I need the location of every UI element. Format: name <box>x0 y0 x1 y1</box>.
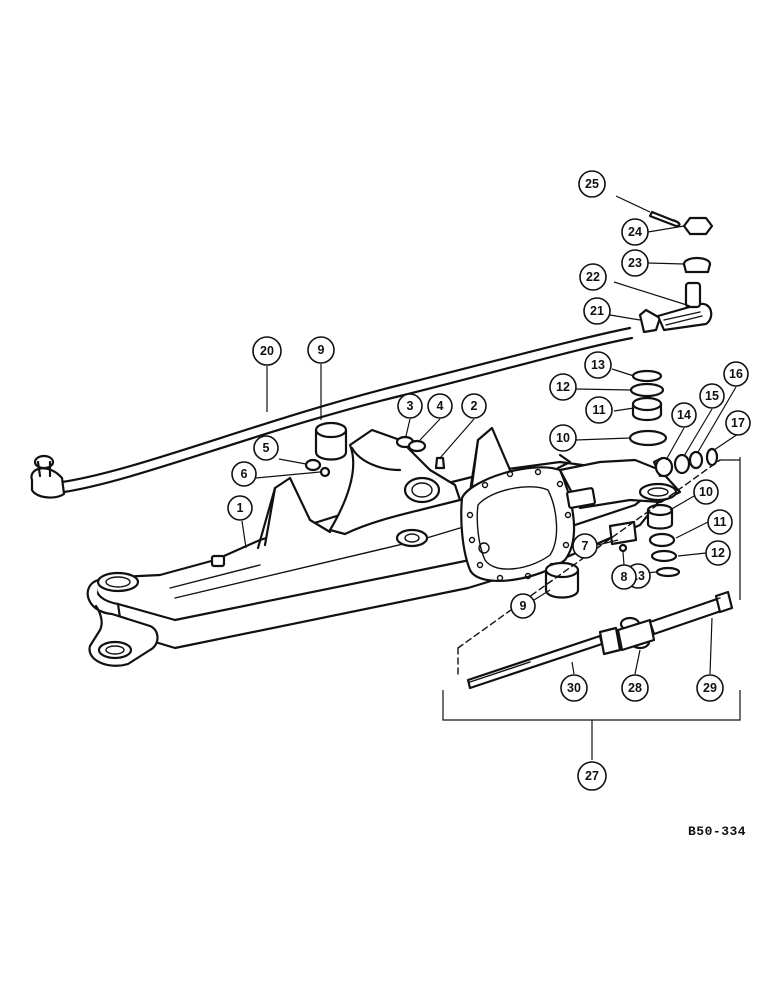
svg-text:20: 20 <box>260 344 274 358</box>
svg-text:29: 29 <box>703 681 717 695</box>
svg-text:8: 8 <box>621 570 628 584</box>
svg-text:4: 4 <box>437 399 444 413</box>
callout-10-lower: 10 <box>693 479 719 505</box>
callout-27: 27 <box>577 761 607 791</box>
callout-12-upper: 12 <box>549 373 577 401</box>
svg-text:14: 14 <box>677 408 691 422</box>
svg-text:27: 27 <box>585 769 599 783</box>
callout-11-upper: 11 <box>585 396 613 424</box>
svg-text:2: 2 <box>471 399 478 413</box>
callout-6: 6 <box>231 461 257 487</box>
bushings-and-seals <box>304 369 719 599</box>
tie-rod-assembly <box>30 326 634 499</box>
svg-text:5: 5 <box>263 441 270 455</box>
svg-text:15: 15 <box>705 389 719 403</box>
callout-5: 5 <box>253 435 279 461</box>
svg-text:30: 30 <box>567 681 581 695</box>
callout-13-upper: 13 <box>584 351 612 379</box>
drawing-reference-code: B50-334 <box>688 824 747 839</box>
axle-housing <box>86 426 682 667</box>
callout-9-upper: 9 <box>307 336 335 364</box>
svg-text:22: 22 <box>586 270 600 284</box>
svg-text:13: 13 <box>591 358 605 372</box>
svg-text:9: 9 <box>318 343 325 357</box>
svg-text:25: 25 <box>585 177 599 191</box>
svg-text:11: 11 <box>592 403 605 417</box>
svg-text:11: 11 <box>713 515 726 529</box>
callout-3: 3 <box>397 393 423 419</box>
callout-17: 17 <box>725 410 751 436</box>
callout-24: 24 <box>621 218 649 246</box>
callout-28: 28 <box>621 674 649 702</box>
callout-11-lower: 11 <box>707 509 733 535</box>
svg-text:9: 9 <box>520 599 527 613</box>
svg-text:16: 16 <box>729 367 743 381</box>
svg-text:28: 28 <box>628 681 642 695</box>
callout-16: 16 <box>723 361 749 387</box>
svg-text:6: 6 <box>241 467 248 481</box>
callout-21: 21 <box>583 297 611 325</box>
callout-23: 23 <box>621 249 649 277</box>
svg-text:23: 23 <box>628 256 642 270</box>
svg-text:12: 12 <box>556 380 570 394</box>
callout-1: 1 <box>227 495 253 521</box>
callout-4: 4 <box>427 393 453 419</box>
callout-9-lower: 9 <box>510 593 536 619</box>
callout-7: 7 <box>572 533 598 559</box>
callout-30: 30 <box>560 674 588 702</box>
callout-14: 14 <box>671 402 697 428</box>
callout-20: 20 <box>252 336 282 366</box>
callout-12-lower: 12 <box>705 540 731 566</box>
svg-text:10: 10 <box>699 485 713 499</box>
callout-2: 2 <box>461 393 487 419</box>
callout-10-upper: 10 <box>549 424 577 452</box>
svg-text:24: 24 <box>628 225 642 239</box>
svg-text:1: 1 <box>237 501 244 515</box>
leader-lines <box>241 195 741 760</box>
callout-22: 22 <box>579 263 607 291</box>
callout-25: 25 <box>578 170 606 198</box>
drive-shaft-assembly <box>457 459 734 690</box>
svg-text:3: 3 <box>407 399 414 413</box>
svg-text:21: 21 <box>590 304 604 318</box>
callout-8: 8 <box>611 564 637 590</box>
callout-29: 29 <box>696 674 724 702</box>
svg-text:10: 10 <box>556 431 570 445</box>
svg-text:17: 17 <box>731 416 745 430</box>
callout-15: 15 <box>699 383 725 409</box>
tie-rod-end-parts <box>638 210 714 334</box>
svg-text:12: 12 <box>711 546 725 560</box>
svg-text:7: 7 <box>582 539 589 553</box>
